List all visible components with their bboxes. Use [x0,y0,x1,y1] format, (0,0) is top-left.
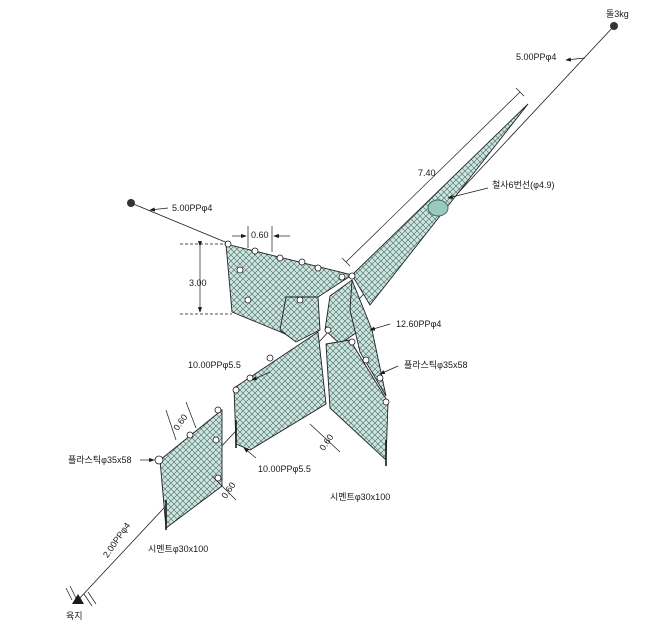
sinker-left-label: 시멘트φ30x100 [148,544,208,554]
rope-1260-label: 12.60PPφ4 [396,319,441,329]
land-marker [72,594,84,604]
dim-300-label: 3.00 [189,278,207,288]
middle-panel [233,331,327,451]
wire-ring [427,199,449,217]
left-stone-marker [127,199,135,207]
anchor-stone-marker [610,22,618,30]
dim-060-top-label: 0.60 [251,230,269,240]
left-rope [130,202,231,245]
rope-1000-b-label: 10.00PPφ5.5 [258,464,311,474]
right-wing-panel [349,279,387,397]
anchor-stone-label: 돌3kg [606,9,629,19]
float-right-label: 플라스틱φ35x58 [404,359,467,370]
length-wing-label: 7.40 [418,168,436,178]
dim-740-line [345,91,521,263]
sinker-right-label: 시멘트φ30x100 [330,492,390,502]
dim-060-left-label: 0.60 [171,412,189,432]
rope-200-label: 2.00PPφ4 [101,521,132,560]
right-panel [325,339,389,462]
rope-left-label: 5.00PPφ4 [172,203,212,213]
dim-060-right-label: 0.60 [317,432,335,452]
wire-rope-label: 철사6번선(φ4.9) [492,180,554,190]
rope-top-label: 5.00PPφ4 [516,52,556,62]
lower-panel [159,409,223,529]
float-left-label: 플라스틱φ35x58 [68,454,131,465]
land-label: 육지 [66,611,83,621]
inner-panel [279,296,321,343]
rope-1000-a-label: 10.00PPφ5.5 [188,360,241,370]
float-markers [154,240,390,482]
